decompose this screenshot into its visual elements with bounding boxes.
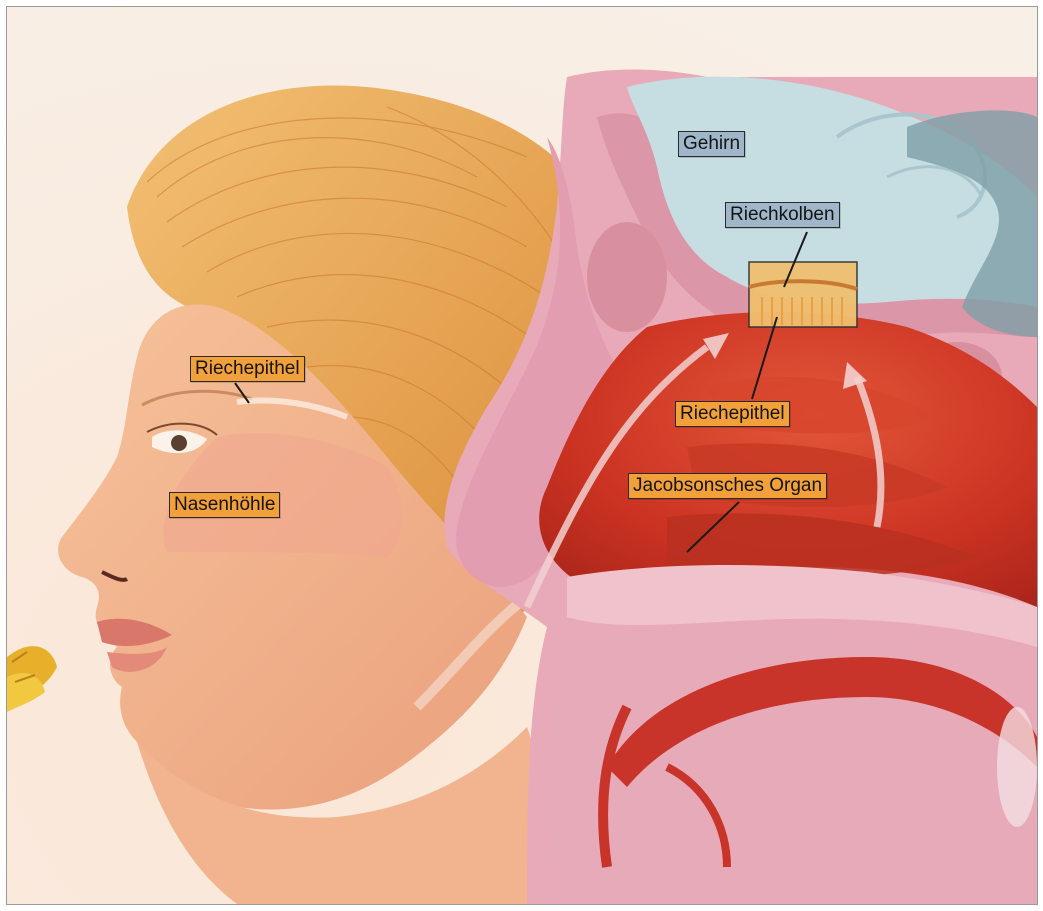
label-nasenhoehle: Nasenhöhle	[169, 492, 280, 518]
label-gehirn: Gehirn	[678, 131, 745, 157]
sinus-left	[587, 222, 667, 332]
label-riechepithel-section: Riechepithel	[675, 401, 790, 427]
olfactory-illustration	[7, 7, 1037, 904]
diagram-frame: Gehirn Riechkolben Riechepithel Riechepi…	[6, 6, 1038, 905]
label-riechepithel-face: Riechepithel	[190, 356, 305, 382]
label-riechkolben: Riechkolben	[725, 202, 840, 228]
label-jacobsonsches-organ: Jacobsonsches Organ	[628, 473, 827, 499]
